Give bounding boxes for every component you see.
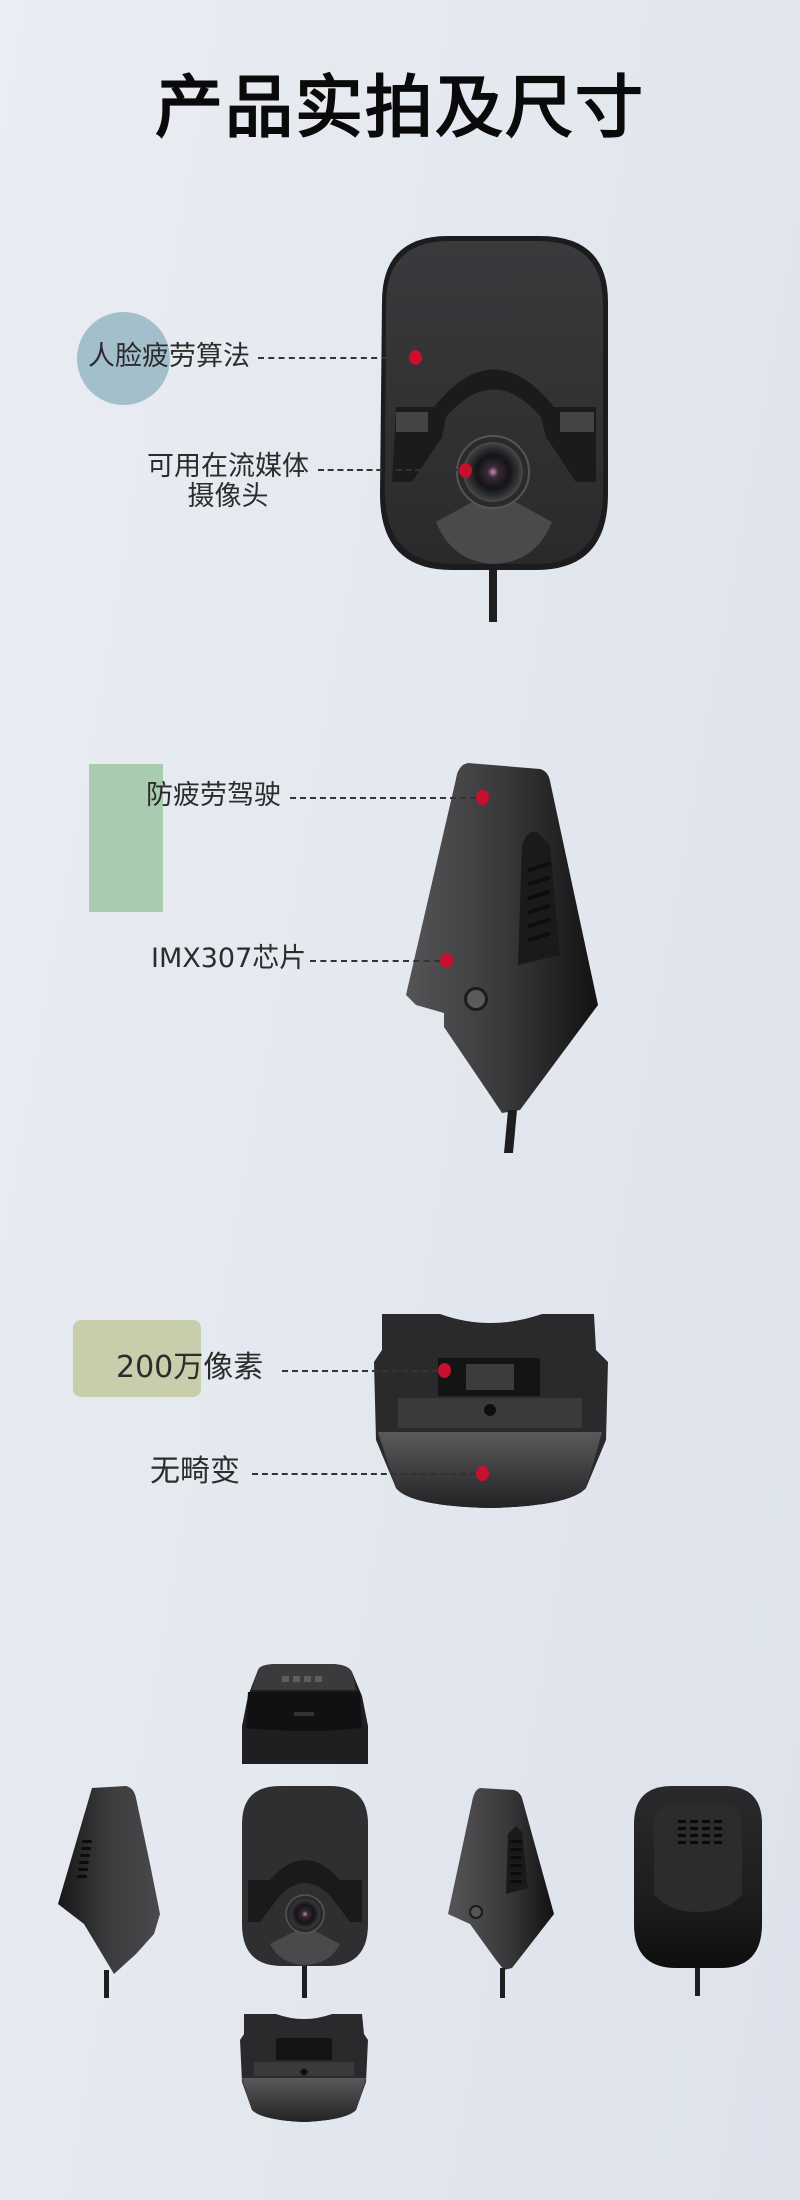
callout-label-line2: 摄像头 — [187, 481, 269, 512]
device-side-view — [390, 755, 600, 1155]
device-bottom-view-small — [238, 2012, 370, 2124]
callout-leader-line — [310, 960, 440, 962]
marker-dot — [440, 953, 453, 968]
callout-label-line1: 可用在流媒体 — [147, 451, 309, 482]
device-back-view — [632, 1784, 764, 1998]
callout-label-no-distortion: 无畸变 — [150, 1454, 240, 1489]
decorative-circle — [77, 312, 170, 405]
callout-leader-line — [252, 1473, 476, 1475]
decorative-green-block — [89, 764, 163, 912]
device-left-side-view — [54, 1784, 164, 1998]
callout-leader-line — [290, 797, 476, 799]
device-right-side-view — [446, 1784, 558, 1998]
callout-label-resolution: 200万像素 — [116, 1350, 264, 1385]
callout-label-streaming-camera: 可用在流媒体 摄像头 — [140, 452, 316, 512]
device-top-view — [238, 1662, 370, 1768]
callout-leader-line — [318, 469, 460, 471]
marker-dot — [459, 463, 472, 478]
callout-leader-line — [258, 357, 408, 359]
marker-dot — [438, 1363, 451, 1378]
device-front-view-small — [240, 1784, 370, 1998]
callout-leader-line — [282, 1370, 438, 1372]
device-front-view — [376, 232, 612, 622]
decorative-olive-block — [73, 1320, 201, 1397]
page-title: 产品实拍及尺寸 — [154, 69, 645, 148]
marker-dot — [476, 790, 489, 805]
marker-dot — [476, 1466, 489, 1481]
device-bottom-view — [370, 1310, 610, 1520]
callout-label-face-fatigue: 人脸疲劳算法 — [88, 341, 250, 372]
callout-label-sensor-chip: IMX307芯片 — [151, 943, 307, 974]
callout-label-anti-fatigue: 防疲劳驾驶 — [146, 780, 281, 811]
marker-dot — [409, 350, 422, 365]
